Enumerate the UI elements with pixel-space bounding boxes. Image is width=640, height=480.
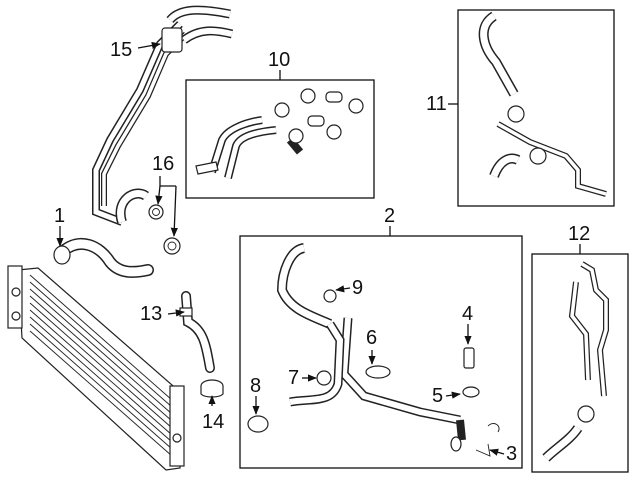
group-10-parts: [195, 88, 364, 179]
part-15-pipe: [92, 5, 234, 226]
group-box-12: [531, 253, 629, 473]
callout-13: 13: [140, 303, 162, 325]
part-13-hose: [179, 291, 215, 373]
callout-4: 4: [462, 303, 473, 325]
callout-12: 12: [568, 223, 590, 245]
radiator: [7, 265, 185, 471]
leader-lines: [56, 41, 581, 456]
callout-1: 1: [54, 205, 65, 227]
callout-14: 14: [202, 411, 224, 433]
group-12-parts: [542, 261, 609, 462]
callout-9: 9: [352, 277, 363, 299]
callout-7: 7: [288, 367, 299, 389]
callout-8: 8: [250, 375, 261, 397]
callout-6: 6: [366, 327, 377, 349]
callout-3: 3: [506, 443, 517, 465]
group-11-parts: [478, 11, 607, 197]
group-box-2: [239, 235, 523, 469]
callout-10: 10: [268, 49, 290, 71]
part-16-clamps: [148, 204, 181, 255]
callout-5: 5: [432, 385, 443, 407]
group-box-10: [185, 79, 375, 199]
callout-2: 2: [384, 205, 395, 227]
part-1-hose: [53, 237, 154, 278]
callout-15: 15: [110, 39, 132, 61]
group-2-parts: [247, 243, 500, 457]
callout-11: 11: [426, 93, 447, 115]
group-box-11: [457, 9, 615, 207]
callout-16: 16: [152, 153, 174, 175]
part-14-cap: [200, 379, 224, 398]
